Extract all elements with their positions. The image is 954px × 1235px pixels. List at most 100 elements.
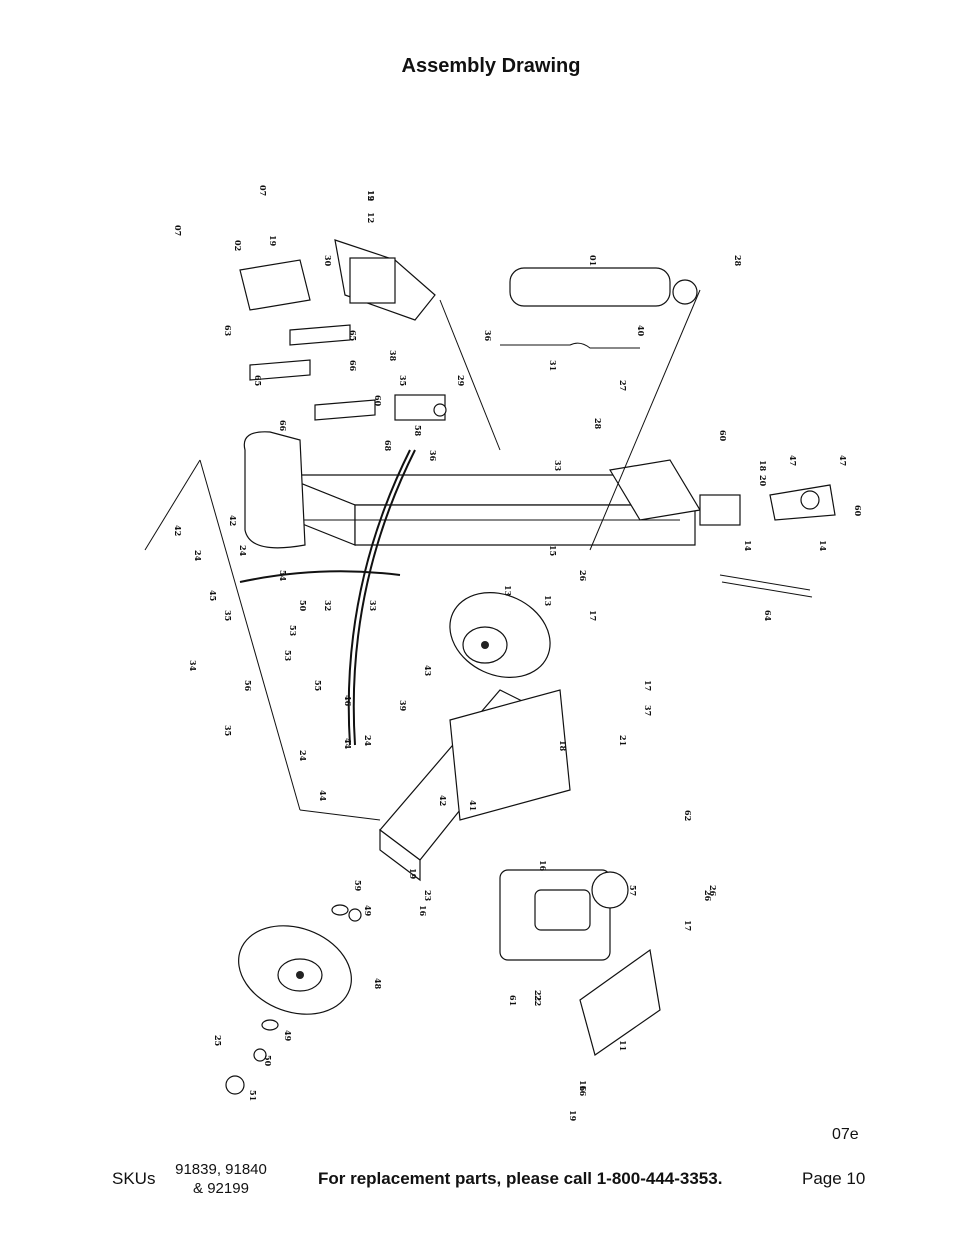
part-number-label: 07	[173, 225, 183, 236]
part-number-label: 61	[508, 995, 518, 1006]
part-number-label: 24	[193, 550, 203, 562]
part-number-label: 66	[348, 360, 358, 372]
part-number-label: 35	[223, 725, 233, 736]
part-number-label: 68	[383, 440, 393, 452]
part-number-label: 24	[238, 545, 248, 557]
part-number-label: 35	[223, 610, 233, 621]
part-number-label: 62	[683, 810, 693, 821]
part-number-label: 51	[248, 1090, 258, 1101]
part-number-label: 55	[313, 680, 323, 691]
part-number-label: 54	[278, 570, 288, 582]
part-number-label: 44	[318, 790, 328, 802]
hydraulic-tank	[449, 689, 571, 821]
part-number-label: 60	[373, 395, 383, 407]
part-number-label: 41	[468, 800, 478, 811]
part-number-label: 31	[548, 360, 558, 371]
part-number-label: 14	[818, 540, 828, 552]
part-number-label: 12	[366, 212, 376, 223]
part-number-label: 13	[543, 595, 553, 607]
part-number-label: 07	[258, 185, 268, 196]
part-number-label: 20	[758, 475, 768, 487]
guide-lines	[144, 289, 701, 821]
lower-wheel	[238, 925, 352, 1015]
part-number-label: 19	[268, 235, 278, 247]
part-number-label: 49	[363, 905, 373, 917]
exploded-view-diagram: 1212070730021963656566666036383568583631…	[144, 185, 863, 1122]
wedge-plates	[239, 259, 376, 421]
part-number-label: 39	[398, 700, 408, 712]
pressure-line	[500, 342, 640, 349]
upper-wheel	[449, 592, 551, 678]
part-number-label: 44	[343, 738, 353, 750]
cylinder-bracket	[334, 239, 436, 321]
page-title: Assembly Drawing	[401, 55, 581, 77]
part-number-label: 16	[578, 1080, 588, 1092]
part-number-label: 47	[788, 455, 798, 466]
part-number-label: 22	[533, 995, 543, 1006]
part-number-label: 18	[558, 740, 568, 752]
part-number-label: 35	[398, 375, 408, 386]
part-number-label: 30	[323, 255, 333, 267]
part-number-label: 45	[208, 590, 218, 601]
part-number-label: 57	[628, 885, 638, 896]
safety-chain	[719, 574, 813, 598]
part-number-label: 12	[366, 190, 376, 201]
part-number-label: 21	[618, 735, 628, 746]
part-number-label: 37	[643, 705, 653, 716]
part-number-label: 18	[758, 460, 768, 472]
part-number-label: 43	[423, 665, 433, 677]
control-valve	[394, 394, 447, 421]
sku-label: SKUs	[112, 1169, 156, 1188]
sku-line-1: 91839, 91840	[175, 1161, 267, 1178]
part-number-label: 28	[593, 418, 603, 430]
gas-engine	[499, 869, 629, 961]
part-number-label: 26	[578, 570, 588, 582]
rear-frame	[609, 459, 741, 526]
replacement-parts-phone: For replacement parts, please call 1-800…	[318, 1169, 723, 1188]
part-number-label: 17	[588, 610, 598, 621]
part-number-label: 26	[708, 885, 718, 897]
return-hose	[239, 570, 401, 583]
part-number-label: 59	[353, 880, 363, 892]
part-number-label: 48	[373, 978, 383, 990]
part-number-label: 14	[743, 540, 753, 552]
part-number-label: 02	[233, 240, 243, 251]
fender	[579, 948, 661, 1056]
part-number-label: 28	[733, 255, 743, 267]
part-number-label: 66	[278, 420, 288, 432]
revision-code: 07e	[832, 1126, 859, 1143]
part-number-label: 53	[288, 625, 298, 637]
tow-hitch	[769, 484, 836, 521]
part-number-label: 42	[228, 515, 238, 526]
part-number-label: 56	[243, 680, 253, 692]
part-number-label: 47	[838, 455, 848, 466]
part-number-label: 38	[388, 350, 398, 362]
part-number-label: 19	[568, 1110, 578, 1122]
part-number-label: 60	[718, 430, 728, 442]
part-number-label: 11	[618, 1040, 628, 1051]
part-number-label: 16	[418, 905, 428, 917]
hydraulic-cylinder	[509, 267, 698, 307]
sku-numbers: 91839, 91840 & 92199	[160, 1160, 282, 1198]
part-number-label: 36	[483, 330, 493, 342]
part-number-label: 36	[428, 450, 438, 462]
part-number-label: 19	[408, 868, 418, 880]
part-number-label: 27	[618, 380, 628, 391]
part-number-label: 33	[368, 600, 378, 612]
part-number-label: 26	[703, 890, 713, 902]
part-number-label: 50	[263, 1055, 273, 1067]
part-number-label: 65	[253, 375, 263, 386]
part-number-label: 01	[588, 255, 598, 266]
part-number-label: 32	[323, 600, 333, 611]
part-number-label: 53	[283, 650, 293, 662]
sku-line-2: & 92199	[193, 1180, 249, 1197]
part-number-label: 50	[298, 600, 308, 612]
part-number-label: 24	[363, 735, 373, 747]
part-number-label: 60	[853, 505, 863, 517]
page-number: Page 10	[802, 1169, 866, 1188]
part-number-label: 58	[413, 425, 423, 437]
push-plate	[243, 431, 306, 549]
part-number-label: 23	[423, 890, 433, 902]
